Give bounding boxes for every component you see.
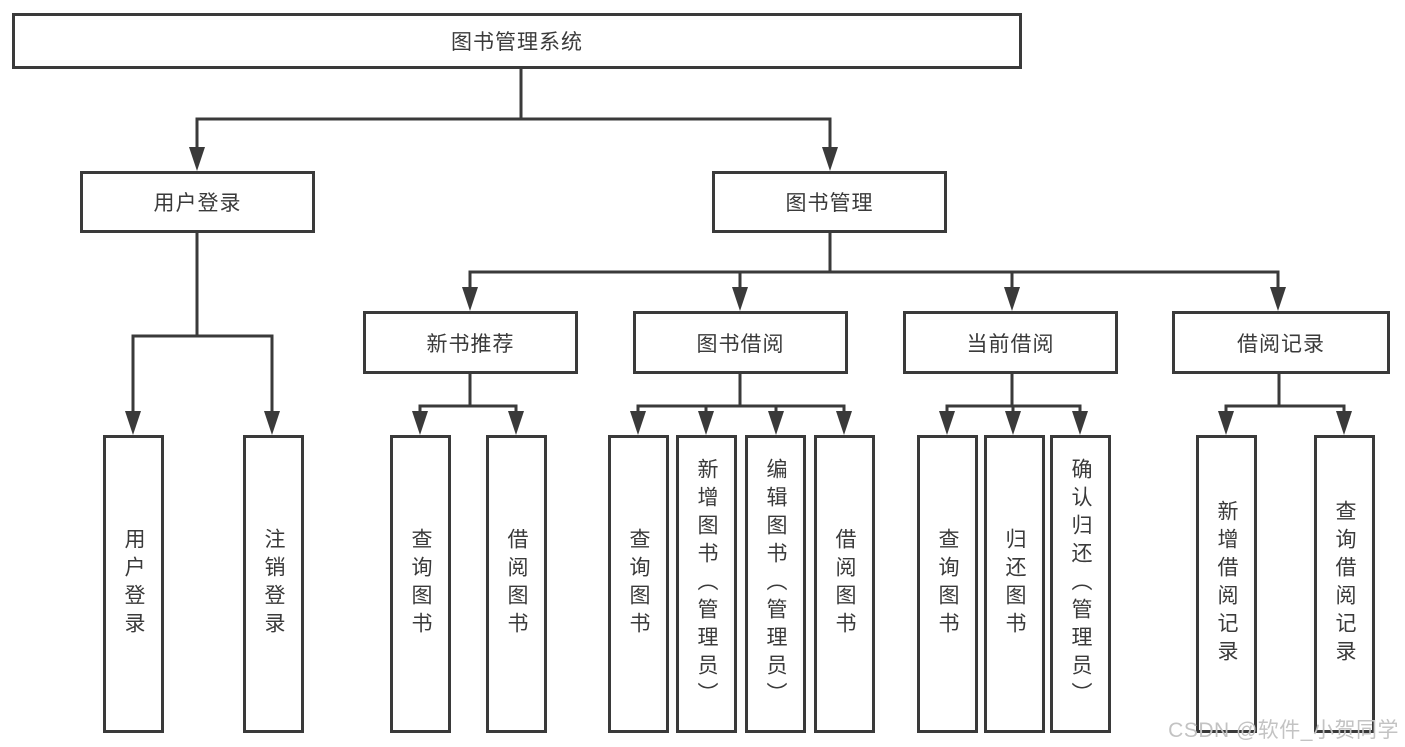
leaf-cb-query-books: 查询图书 [917, 435, 978, 733]
leaf-nbr-query-books: 查询图书 [390, 435, 451, 733]
leaf-br-add-borrow-record: 新增借阅记录 [1196, 435, 1257, 733]
leaf-br-query-borrow-record: 查询借阅记录 [1314, 435, 1375, 733]
arrowheads [125, 147, 1352, 435]
node-label: 图书管理 [785, 192, 874, 215]
node-new-book-recommend: 新书推荐 [363, 311, 578, 374]
node-label: 新书推荐 [426, 332, 515, 356]
node-user-login: 用户登录 [80, 171, 315, 233]
node-book-management: 图书管理 [712, 171, 947, 233]
csdn-watermark: CSDN @软件_小贺同学 [1168, 719, 1399, 742]
leaf-cb-return-books: 归还图书 [984, 435, 1045, 733]
node-label: 图书管理系统 [451, 31, 583, 54]
leaf-label: 注销登录 [262, 528, 285, 640]
leaf-label: 查询图书 [627, 528, 650, 640]
node-label: 借阅记录 [1237, 332, 1325, 356]
leaf-label: 确认归还（管理员） [1069, 458, 1092, 710]
node-label: 图书借阅 [696, 332, 785, 356]
node-library-system: 图书管理系统 [12, 13, 1022, 69]
leaf-cb-confirm-return-admin: 确认归还（管理员） [1050, 435, 1111, 733]
leaf-label: 查询借阅记录 [1333, 500, 1356, 668]
leaf-nbr-borrow-books: 借阅图书 [486, 435, 547, 733]
leaf-bb-query-books: 查询图书 [608, 435, 669, 733]
leaf-label: 借阅图书 [833, 528, 856, 640]
leaf-label: 借阅图书 [505, 528, 528, 640]
leaf-label: 新增图书（管理员） [695, 458, 718, 710]
node-book-borrowing: 图书借阅 [633, 311, 848, 374]
leaf-label: 查询图书 [409, 528, 432, 640]
node-label: 当前借阅 [966, 332, 1055, 356]
leaf-label: 新增借阅记录 [1215, 500, 1238, 668]
leaf-bb-borrow-books: 借阅图书 [814, 435, 875, 733]
node-borrowing-records: 借阅记录 [1172, 311, 1390, 374]
leaf-user-login: 用户登录 [103, 435, 164, 733]
node-label: 用户登录 [153, 192, 242, 215]
leaf-bb-add-books-admin: 新增图书（管理员） [676, 435, 737, 733]
leaf-label: 编辑图书（管理员） [764, 458, 787, 710]
leaf-label: 归还图书 [1003, 528, 1026, 640]
leaf-label: 查询图书 [936, 528, 959, 640]
leaf-label: 用户登录 [122, 528, 145, 640]
leaf-logout: 注销登录 [243, 435, 304, 733]
leaf-bb-edit-books-admin: 编辑图书（管理员） [745, 435, 806, 733]
node-current-borrowing: 当前借阅 [903, 311, 1118, 374]
